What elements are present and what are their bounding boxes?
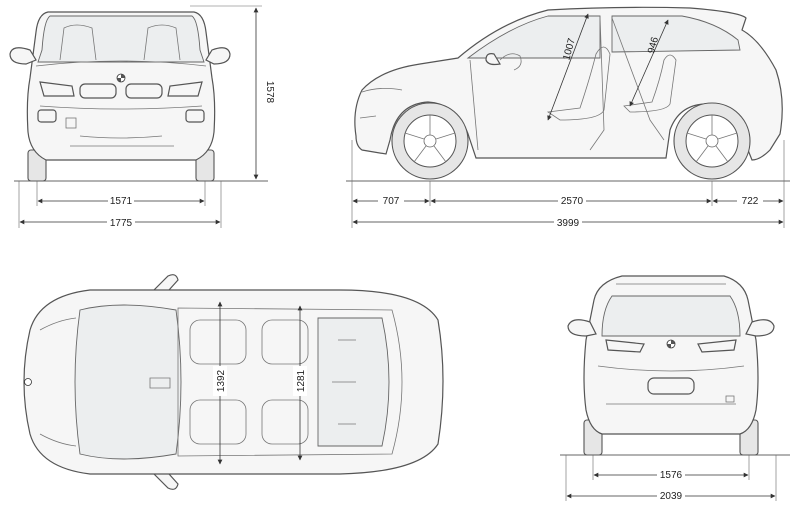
side-front-intake: [359, 115, 377, 119]
front-seat-left: [59, 24, 97, 61]
side-headlight-line: [361, 88, 403, 93]
top-console: [149, 377, 171, 389]
front-apron-line: [39, 105, 203, 110]
top-rear-details: [332, 339, 356, 425]
front-track-label: 1571: [110, 196, 133, 207]
front-width-label-bg: [107, 215, 135, 227]
front-windshield: [37, 15, 205, 63]
front-headlight-left: [39, 81, 75, 97]
top-rear-shoulder-label: 1281: [296, 369, 307, 392]
top-view: 1392 1281: [23, 274, 444, 490]
rear-track-label: 1576: [660, 470, 683, 481]
front-seat-right: [143, 24, 181, 61]
side-wheelbase-label: 2570: [561, 196, 584, 207]
top-roof-outline: [177, 307, 403, 457]
side-door-line-1: [589, 15, 605, 151]
side-front-wheel: [391, 102, 469, 180]
side-front-overhang-label-bg: [378, 194, 404, 206]
front-width-label: 1775: [110, 218, 133, 229]
side-rear-headroom-dimline: [629, 19, 669, 107]
side-length-label: 3999: [557, 218, 580, 229]
rear-plate-area: [647, 377, 695, 395]
front-plate-holder: [65, 117, 77, 129]
rear-width-label: 2039: [660, 491, 683, 502]
front-foglight-left: [37, 109, 57, 123]
top-front-shoulder-label: 1392: [216, 369, 227, 392]
top-seat-rear-left: [261, 319, 309, 365]
front-grille-left: [79, 83, 117, 99]
side-rear-overhang-label: 722: [742, 196, 759, 207]
rear-mirror-left: [567, 319, 597, 337]
side-front-headroom-dimline: [547, 13, 589, 121]
rear-window: [601, 295, 741, 337]
bmw-roundel-icon: [116, 73, 126, 83]
rear-bmw-roundel-icon: [666, 339, 676, 349]
rear-mirror-right: [745, 319, 775, 337]
side-steering-wheel: [499, 53, 522, 71]
front-track-label-bg: [108, 194, 134, 206]
rear-width-label-bg: [657, 489, 685, 501]
side-rear-wheel: [673, 102, 751, 180]
top-hood-lines: [39, 317, 77, 447]
front-intake-line: [79, 135, 163, 139]
rear-taillight-left: [605, 339, 645, 353]
side-mirror: [485, 53, 501, 66]
side-length-label-bg: [554, 215, 582, 227]
side-view: 1007 946 707 2570 722 3999: [346, 6, 790, 229]
side-rear-headroom-label: 946: [646, 35, 661, 54]
front-headlight-right: [167, 81, 203, 97]
front-hood-line: [35, 60, 207, 67]
rear-reflector: [725, 395, 735, 403]
side-rear-overhang-label-bg: [737, 194, 763, 206]
top-front-shoulder-label-bg: [213, 366, 227, 396]
top-rear-shoulder-label-bg: [293, 366, 307, 396]
rear-taillight-right: [697, 339, 737, 353]
front-view: 1578 1571 1775: [9, 5, 275, 229]
front-grille-right: [125, 83, 163, 99]
rear-track-label-bg: [657, 468, 685, 480]
side-front-overhang-label: 707: [383, 196, 400, 207]
front-height-label: 1578: [264, 81, 275, 104]
side-door-line-2: [611, 17, 665, 141]
side-wheelbase-label-bg: [558, 194, 586, 206]
front-mirror-left: [9, 47, 37, 65]
side-a-pillar-line: [469, 59, 479, 151]
rear-view: 1576 2039: [560, 275, 790, 502]
front-mirror-right: [205, 47, 231, 65]
top-logo-icon: [24, 378, 32, 386]
top-seat-rear-right: [261, 399, 309, 445]
top-windshield: [74, 304, 182, 460]
front-foglight-right: [185, 109, 205, 123]
rear-bumper-line: [597, 365, 745, 372]
